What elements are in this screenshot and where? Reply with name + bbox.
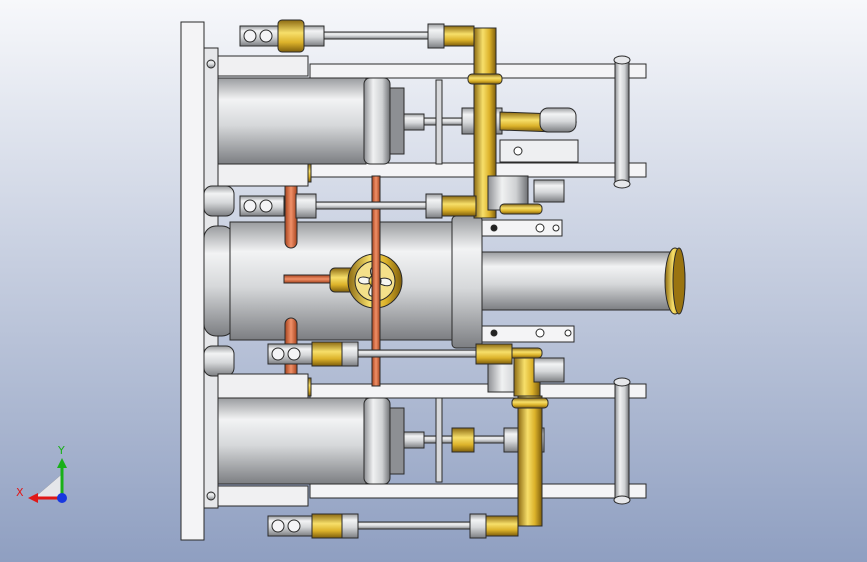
bottom-cylinder-cover: [389, 407, 405, 475]
brass-column-bottom: [517, 395, 543, 527]
base-bolt: [206, 59, 216, 69]
y-axis-label: Y: [57, 444, 65, 457]
eccentric-clamp: [481, 325, 575, 343]
x-axis-label: X: [16, 486, 24, 499]
steam-engine-model[interactable]: [180, 19, 686, 541]
eccentric-pin: [564, 329, 572, 337]
bottom-cylinder-body: [217, 397, 367, 485]
top-crank-pin: [513, 146, 523, 156]
eccentric-pin: [552, 224, 560, 232]
steam-feed-pipe: [283, 274, 335, 284]
valve-rod-mid-bottom: [267, 341, 513, 367]
valve-rod-top: [239, 19, 475, 53]
guide-rod-lower: [435, 397, 443, 483]
boiler-front-flange: [451, 215, 483, 349]
top-cylinder-gland: [403, 113, 425, 131]
frame-post-cap: [613, 495, 631, 505]
z-axis-dot: [57, 493, 67, 503]
frame-post-cap: [613, 179, 631, 189]
brass-collar: [467, 73, 503, 85]
frame-post-top: [614, 57, 630, 187]
top-cylinder-cover: [389, 87, 405, 155]
frame-post-cap: [613, 377, 631, 387]
bottom-cylinder-mount: [217, 485, 309, 507]
frame-post-bottom: [614, 379, 630, 503]
frame-post-cap: [613, 55, 631, 65]
valve-rod-mid-top: [239, 193, 477, 219]
bottom-cylinder-flange: [363, 397, 391, 485]
eccentric-pin: [490, 224, 498, 232]
side-block: [203, 345, 235, 377]
top-crank-disk: [539, 107, 577, 133]
side-block: [203, 185, 235, 217]
top-crank-bracket: [499, 139, 579, 163]
eccentric-bracket: [533, 357, 565, 383]
side-block: [217, 373, 309, 399]
brass-collar: [499, 203, 543, 215]
eccentric-pin: [490, 329, 498, 337]
top-piston-rod: [423, 117, 465, 126]
exhaust-flange-rim: [672, 247, 686, 315]
x-axis-arrowhead: [28, 493, 38, 503]
y-axis-arrowhead: [57, 458, 67, 468]
eccentric-bracket: [533, 179, 565, 203]
top-cylinder-flange: [363, 77, 391, 165]
orientation-triad: X Y: [16, 444, 67, 503]
copper-pipe-center: [371, 175, 381, 387]
eccentric-pin: [535, 223, 545, 233]
base-plate: [180, 21, 205, 541]
valve-rod-bottom: [267, 513, 519, 539]
side-block: [217, 163, 309, 187]
top-cylinder-body: [217, 77, 367, 165]
exhaust-pipe: [481, 251, 673, 311]
bottom-cylinder-gland: [403, 431, 425, 449]
frame-bar-bottom: [309, 483, 647, 499]
base-bolt: [206, 491, 216, 501]
guide-rod-upper: [435, 79, 443, 165]
eccentric-pin: [535, 328, 545, 338]
frame-bar-mid-bottom: [309, 383, 647, 399]
bottom-slide-bracket: [451, 427, 475, 453]
brass-collar: [511, 397, 549, 409]
top-cylinder-mount: [217, 55, 309, 77]
